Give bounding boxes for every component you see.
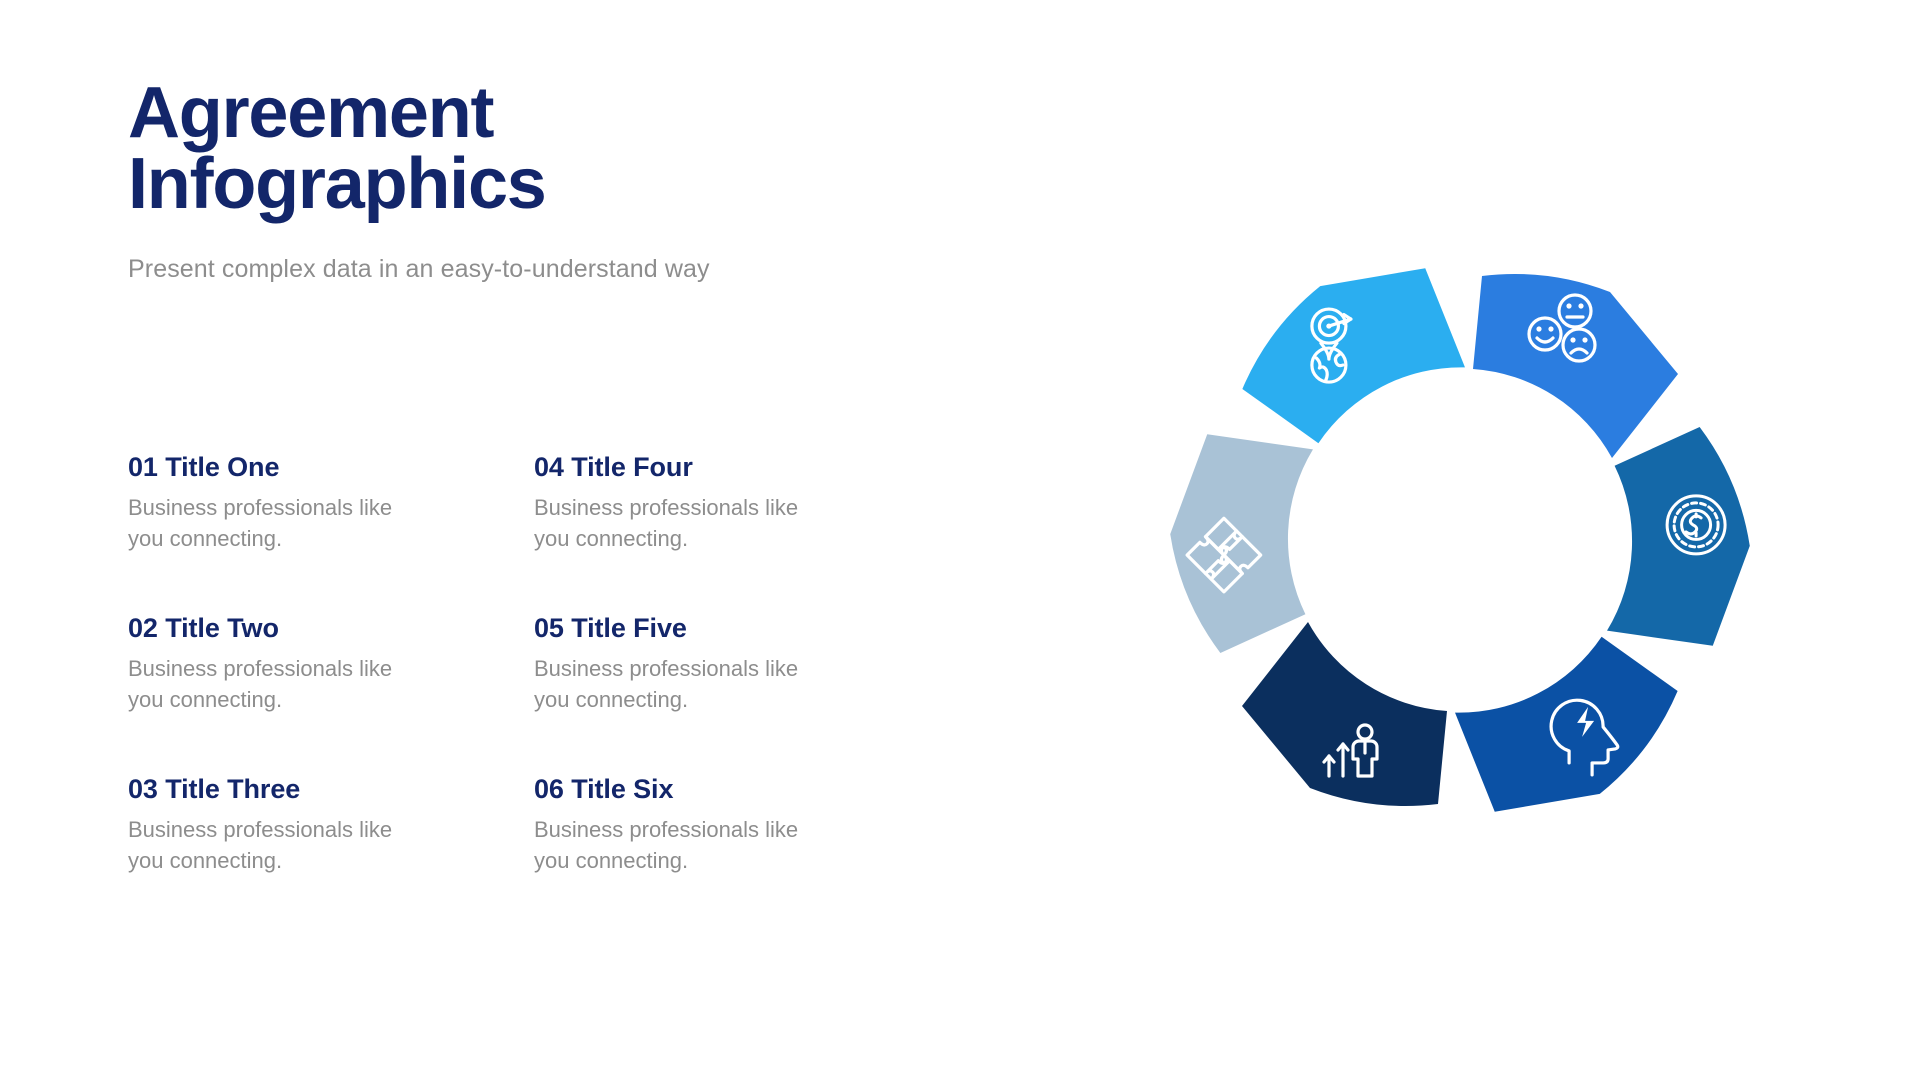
list-item-title: 03 Title Three [128,774,301,805]
target-goal-icon [1310,307,1353,384]
list-item-desc: Business professionals like you connecti… [128,655,393,713]
list-item: 01 Title One Business professionals like… [128,452,458,554]
list-item-title: 05 Title Five [534,613,687,644]
cycle-diagram [1010,55,1910,1025]
dollar-coin-icon [1665,494,1727,556]
list-item: 05 Title Five Business professionals lik… [534,613,864,715]
items-grid: 01 Title One Business professionals like… [128,452,948,876]
emoticon-feedback-icon [1527,293,1597,363]
list-item-desc: Business professionals like you connecti… [128,817,393,874]
page-title: Agreement Infographics [128,73,948,224]
list-item-title: 04 Title Four [534,452,693,482]
list-item-desc: Business professionals like you connecti… [534,655,799,713]
cycle-segment-4-arrow[interactable] [1422,592,1684,862]
cycle-segment-4[interactable] [1422,592,1684,862]
list-item-title: 01 Title One [128,452,280,482]
cycle-segment-5[interactable] [1242,622,1447,806]
list-item: 06 Title Six Business professionals like… [534,775,864,876]
cycle-segment-1-arrow[interactable] [1236,218,1498,488]
cycle-segment-5-arrow[interactable] [1242,622,1447,806]
cycle-segment-6[interactable] [1121,392,1383,662]
list-item: 02 Title Two Business professionals like… [128,613,458,715]
head-idea-icon [1549,698,1620,777]
puzzle-pieces-icon [1185,516,1263,594]
page-subtitle: Present complex data in an easy-to-under… [128,255,710,284]
list-item-desc: Business professionals like you connecti… [534,817,799,874]
cycle-diagram-svg [1121,218,1800,862]
cycle-segment-3-arrow[interactable] [1538,418,1800,688]
list-item: 04 Title Four Business professionals lik… [534,452,864,554]
cycle-segment-2[interactable] [1473,274,1678,458]
cycle-segment-2-arrow[interactable] [1473,274,1678,458]
list-item-title: 02 Title Two [128,613,279,644]
list-item-title: 06 Title Six [534,774,674,805]
left-text-panel: Agreement Infographics Present complex d… [128,73,948,873]
list-item-desc: Business professionals like you connecti… [128,494,393,551]
title-line-1: Agreement [128,73,495,153]
list-item-desc: Business professionals like you connecti… [534,494,799,551]
title-line-2: Infographics [128,143,547,224]
cycle-segment-3[interactable] [1538,418,1800,688]
cycle-segment-1[interactable] [1236,218,1498,488]
cycle-segment-6-arrow[interactable] [1121,392,1383,662]
list-item: 03 Title Three Business professionals li… [128,775,458,876]
growth-person-icon [1322,723,1379,778]
